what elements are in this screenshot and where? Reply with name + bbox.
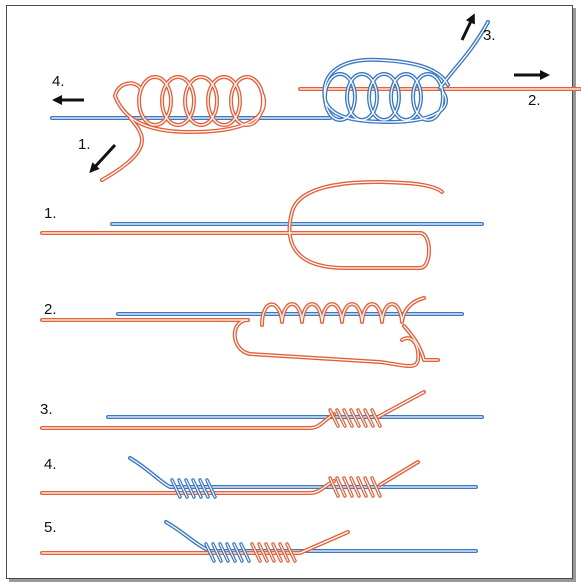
step-3-label: 3. bbox=[40, 401, 53, 418]
step-1-label: 1. bbox=[44, 205, 57, 222]
top-orange-coil bbox=[100, 75, 267, 182]
arrow-down-left-icon bbox=[89, 143, 117, 173]
step-2-label: 2. bbox=[44, 301, 57, 318]
top-label-2: 2. bbox=[528, 92, 541, 109]
step-1-orange-line bbox=[40, 180, 444, 270]
step-5-label: 5. bbox=[44, 519, 57, 536]
step-3: 3. bbox=[40, 390, 484, 430]
step-4-orange-wraps bbox=[328, 476, 382, 498]
step-4-blue-line bbox=[128, 456, 478, 489]
step-3-orange-wraps bbox=[328, 408, 382, 428]
top-label-1: 1. bbox=[78, 136, 91, 153]
step-4-blue-wraps bbox=[170, 478, 217, 499]
step-4: 4. bbox=[40, 456, 478, 499]
step-5-blue-wraps bbox=[204, 542, 251, 563]
top-label-4: 4. bbox=[52, 73, 65, 90]
step-4-label: 4. bbox=[44, 456, 57, 473]
step-1: 1. bbox=[40, 180, 484, 270]
diagram-frame bbox=[6, 5, 573, 579]
step-2-orange-line bbox=[40, 296, 440, 368]
top-knot-illustration: 4. 1. 3. 2. bbox=[50, 13, 581, 182]
step-2: 2. bbox=[40, 296, 464, 368]
step-5-orange-wraps bbox=[250, 542, 297, 563]
top-blue-coil bbox=[322, 20, 490, 124]
step-5: 5. bbox=[40, 519, 478, 563]
arrow-up-right-icon bbox=[460, 13, 475, 41]
top-label-3: 3. bbox=[483, 27, 496, 44]
